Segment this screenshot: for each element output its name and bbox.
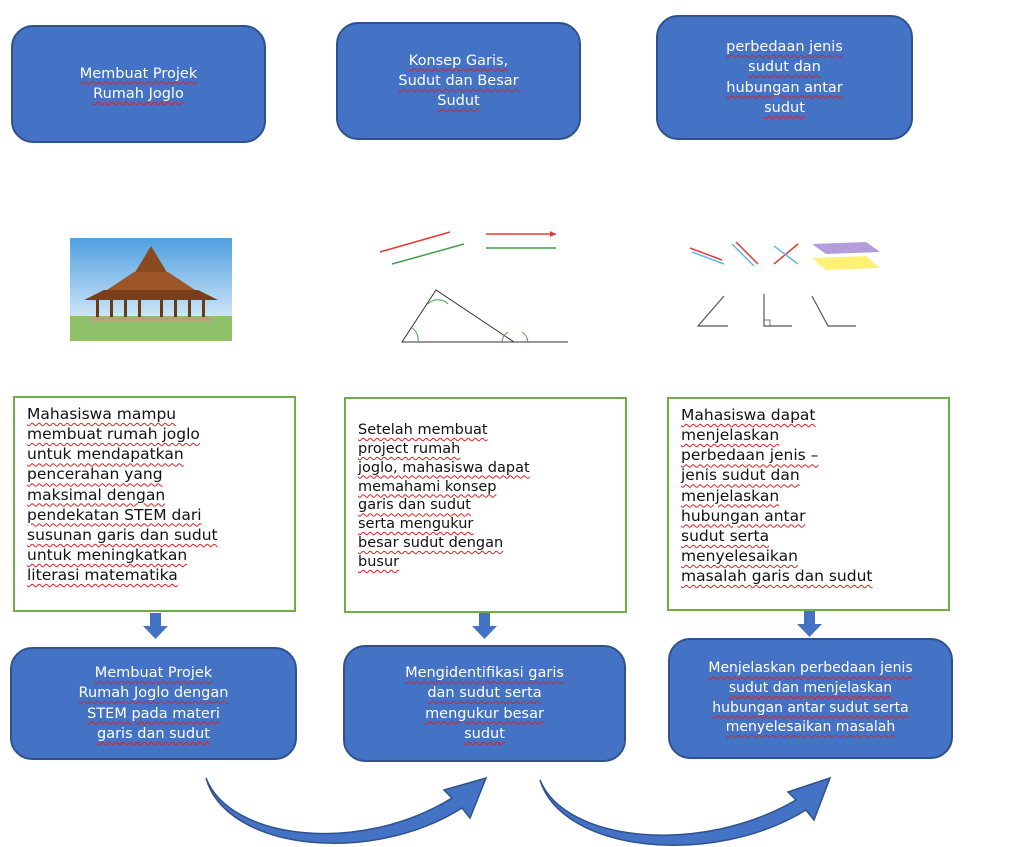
description-2-text: Setelah membuat project rumah joglo, mah… bbox=[358, 422, 530, 570]
curved-arrow-icon bbox=[539, 776, 832, 846]
bottom-box-3: Menjelaskan perbedaan jenis sudut dan me… bbox=[668, 638, 953, 759]
description-box-1: Mahasiswa mampu membuat rumah joglo untu… bbox=[13, 396, 296, 612]
description-box-2: Setelah membuat project rumah joglo, mah… bbox=[344, 397, 627, 613]
down-arrow-icon bbox=[143, 613, 168, 639]
description-3-text: Mahasiswa dapat menjelaskan perbedaan je… bbox=[681, 406, 873, 586]
bottom-box-3-text: Menjelaskan perbedaan jenis sudut dan me… bbox=[708, 660, 913, 736]
bottom-box-2-text: Mengidentifikasi garis dan sudut serta m… bbox=[405, 664, 564, 742]
top-box-3-text: perbedaan jenis sudut dan hubungan antar… bbox=[726, 38, 843, 116]
joglo-house-image bbox=[70, 238, 232, 341]
top-box-2-text: Konsep Garis, Sudut dan Besar Sudut bbox=[398, 52, 519, 110]
description-1-text: Mahasiswa mampu membuat rumah joglo untu… bbox=[27, 405, 218, 585]
bottom-box-2: Mengidentifikasi garis dan sudut serta m… bbox=[343, 645, 626, 762]
top-box-2: Konsep Garis, Sudut dan Besar Sudut bbox=[336, 22, 581, 140]
top-box-1: Membuat Projek Rumah Joglo bbox=[11, 25, 266, 143]
down-arrow-icon bbox=[472, 613, 497, 639]
top-box-3: perbedaan jenis sudut dan hubungan antar… bbox=[656, 15, 913, 140]
bottom-box-1-text: Membuat Projek Rumah Joglo dengan STEM p… bbox=[78, 664, 229, 742]
down-arrow-icon bbox=[797, 611, 822, 637]
curved-arrow-icon bbox=[205, 776, 488, 844]
top-box-1-text: Membuat Projek Rumah Joglo bbox=[79, 65, 198, 102]
bottom-box-1: Membuat Projek Rumah Joglo dengan STEM p… bbox=[10, 647, 297, 760]
lines-triangle-image bbox=[379, 231, 568, 343]
angle-types-image bbox=[689, 241, 880, 327]
description-box-3: Mahasiswa dapat menjelaskan perbedaan je… bbox=[667, 397, 950, 611]
